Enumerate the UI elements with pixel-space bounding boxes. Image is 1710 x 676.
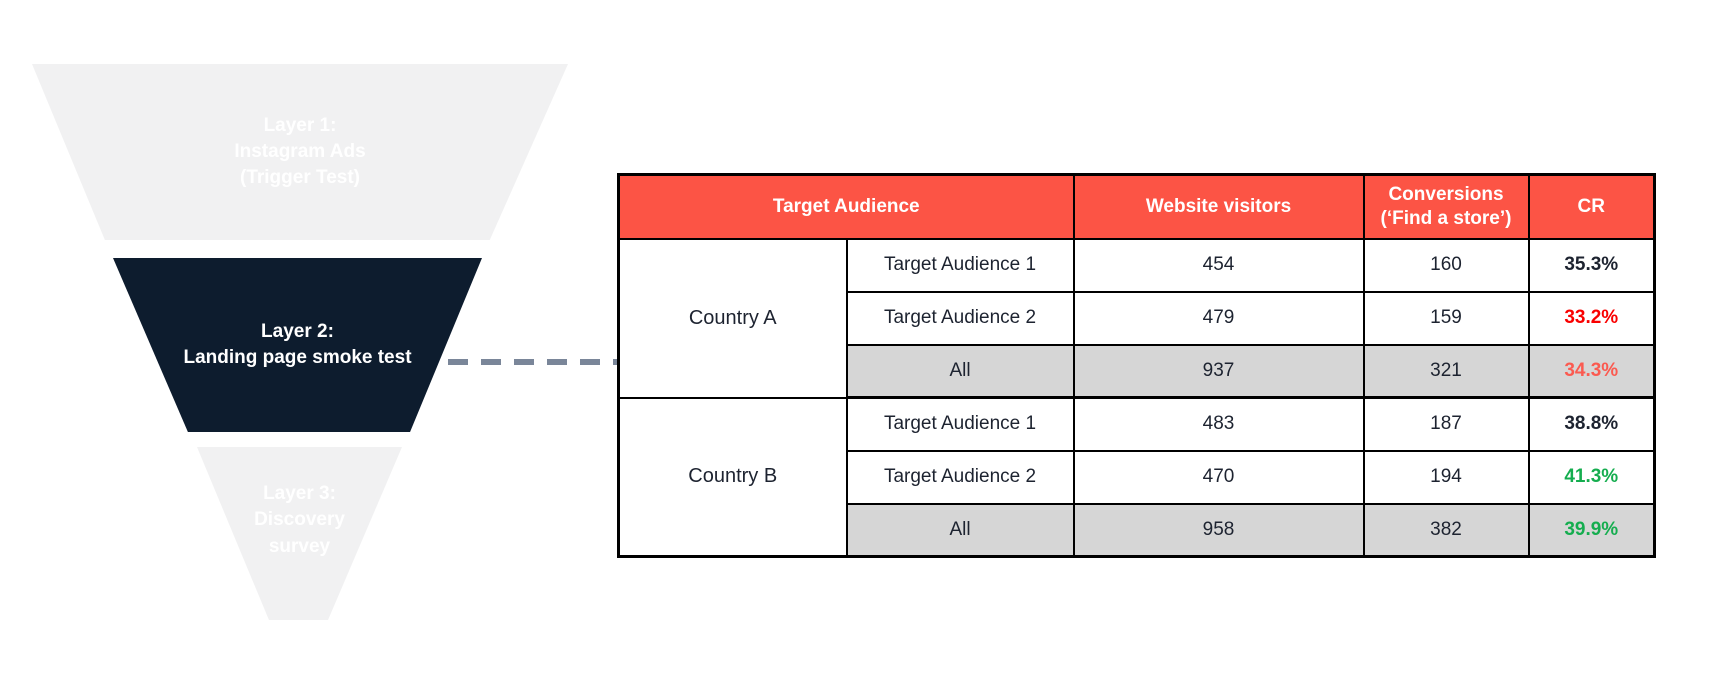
cr-cell: 41.3% <box>1527 449 1656 505</box>
table-row: Country B Target Audience 1 483 187 38.8… <box>617 396 1656 558</box>
funnel-layer-1-label: Layer 1: Instagram Ads (Trigger Test) <box>234 113 365 192</box>
header-conversions: Conversions (‘Find a store’) <box>1362 173 1530 240</box>
results-table-container: Target Audience Website visitors Convers… <box>617 173 1656 558</box>
funnel-layer-2-line-1: Layer 2: <box>261 320 334 342</box>
table-row: Country A Target Audience 1 454 160 35.3… <box>617 237 1656 399</box>
funnel-layer-3: Layer 3: Discovery survey <box>197 447 402 620</box>
visitors-cell: 958 <box>1072 502 1365 558</box>
cr-cell: 39.9% <box>1527 502 1656 558</box>
funnel-layer-1-line-3: (Trigger Test) <box>240 167 360 189</box>
visitors-cell: 483 <box>1072 396 1365 452</box>
conversions-cell: 321 <box>1362 343 1530 399</box>
results-table: Target Audience Website visitors Convers… <box>617 173 1656 558</box>
header-conversions-line-2: (‘Find a store’) <box>1380 207 1512 229</box>
table-row: Target Audience 2 479 159 33.2% <box>619 290 1656 346</box>
table-row-all-country-b: All 958 382 39.9% <box>619 502 1656 558</box>
header-website-visitors: Website visitors <box>1072 173 1365 240</box>
cr-cell: 33.2% <box>1527 290 1656 346</box>
funnel-layer-2-label: Layer 2: Landing page smoke test <box>183 319 411 371</box>
funnel-layer-3-line-3: survey <box>268 535 331 557</box>
funnel-layer-2-line-2: Landing page smoke test <box>183 347 412 368</box>
visitors-cell: 454 <box>1072 237 1365 293</box>
header-conversions-line-1: Conversions <box>1388 184 1504 205</box>
header-cr: CR <box>1527 173 1656 240</box>
audience-cell: All <box>845 343 1075 399</box>
visitors-cell: 479 <box>1072 290 1365 346</box>
funnel-layer-1-line-1: Layer 1: <box>263 114 337 136</box>
cr-cell: 34.3% <box>1527 343 1656 399</box>
visitors-cell: 470 <box>1072 449 1365 505</box>
funnel-layer-1: Layer 1: Instagram Ads (Trigger Test) <box>32 64 568 240</box>
funnel-layer-2-highlighted: Layer 2: Landing page smoke test <box>113 258 482 432</box>
funnel-layer-3-line-2: Discovery <box>254 509 345 531</box>
audience-cell: Target Audience 2 <box>845 290 1075 346</box>
conversions-cell: 194 <box>1362 449 1530 505</box>
conversions-cell: 187 <box>1362 396 1530 452</box>
funnel-layer-1-line-2: Instagram Ads <box>234 140 366 162</box>
visitors-cell: 937 <box>1072 343 1365 399</box>
cr-cell: 38.8% <box>1527 396 1656 452</box>
audience-cell: Target Audience 1 <box>845 396 1075 452</box>
country-b-cell: Country B <box>617 396 848 558</box>
table-row: Target Audience 2 470 194 41.3% <box>619 449 1656 505</box>
funnel-to-table-dashed-connector <box>448 359 617 365</box>
audience-cell: Target Audience 1 <box>845 237 1075 293</box>
funnel-layer-3-label: Layer 3: Discovery survey <box>254 481 345 560</box>
conversions-cell: 160 <box>1362 237 1530 293</box>
audience-cell: Target Audience 2 <box>845 449 1075 505</box>
cr-cell: 35.3% <box>1527 237 1656 293</box>
funnel-layer-3-line-1: Layer 3: <box>263 483 336 505</box>
header-target-audience: Target Audience <box>617 173 1075 240</box>
table-row-all-country-a: All 937 321 34.3% <box>619 343 1656 399</box>
table-header-row: Target Audience Website visitors Convers… <box>617 173 1656 240</box>
country-a-cell: Country A <box>617 237 848 399</box>
audience-cell: All <box>845 502 1075 558</box>
conversions-cell: 382 <box>1362 502 1530 558</box>
conversions-cell: 159 <box>1362 290 1530 346</box>
